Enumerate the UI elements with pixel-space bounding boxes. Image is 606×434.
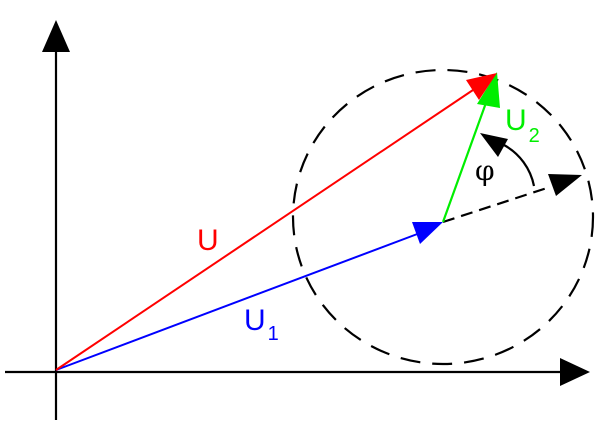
u2-vector	[441, 99, 489, 223]
u-vector	[55, 89, 474, 371]
u2-arrowhead	[477, 72, 500, 108]
u2-label-sub: 2	[529, 125, 540, 147]
u-label: U	[197, 224, 219, 257]
reference-dashed-line	[442, 185, 551, 224]
u1-label-main: U	[244, 304, 266, 337]
u-arrowhead	[466, 73, 497, 100]
u1-label-sub: 1	[268, 323, 279, 345]
phi-arc	[503, 144, 536, 187]
locus-circle	[291, 68, 595, 366]
phi-arc-arrowhead	[480, 133, 508, 157]
y-axis-arrowhead	[42, 20, 70, 52]
reference-arrowhead	[548, 174, 582, 196]
x-axis-arrowhead	[560, 358, 590, 386]
u1-arrowhead	[412, 222, 443, 244]
phi-label: φ	[475, 154, 495, 187]
u2-label-main: U	[505, 104, 527, 137]
u1-vector	[55, 232, 421, 371]
